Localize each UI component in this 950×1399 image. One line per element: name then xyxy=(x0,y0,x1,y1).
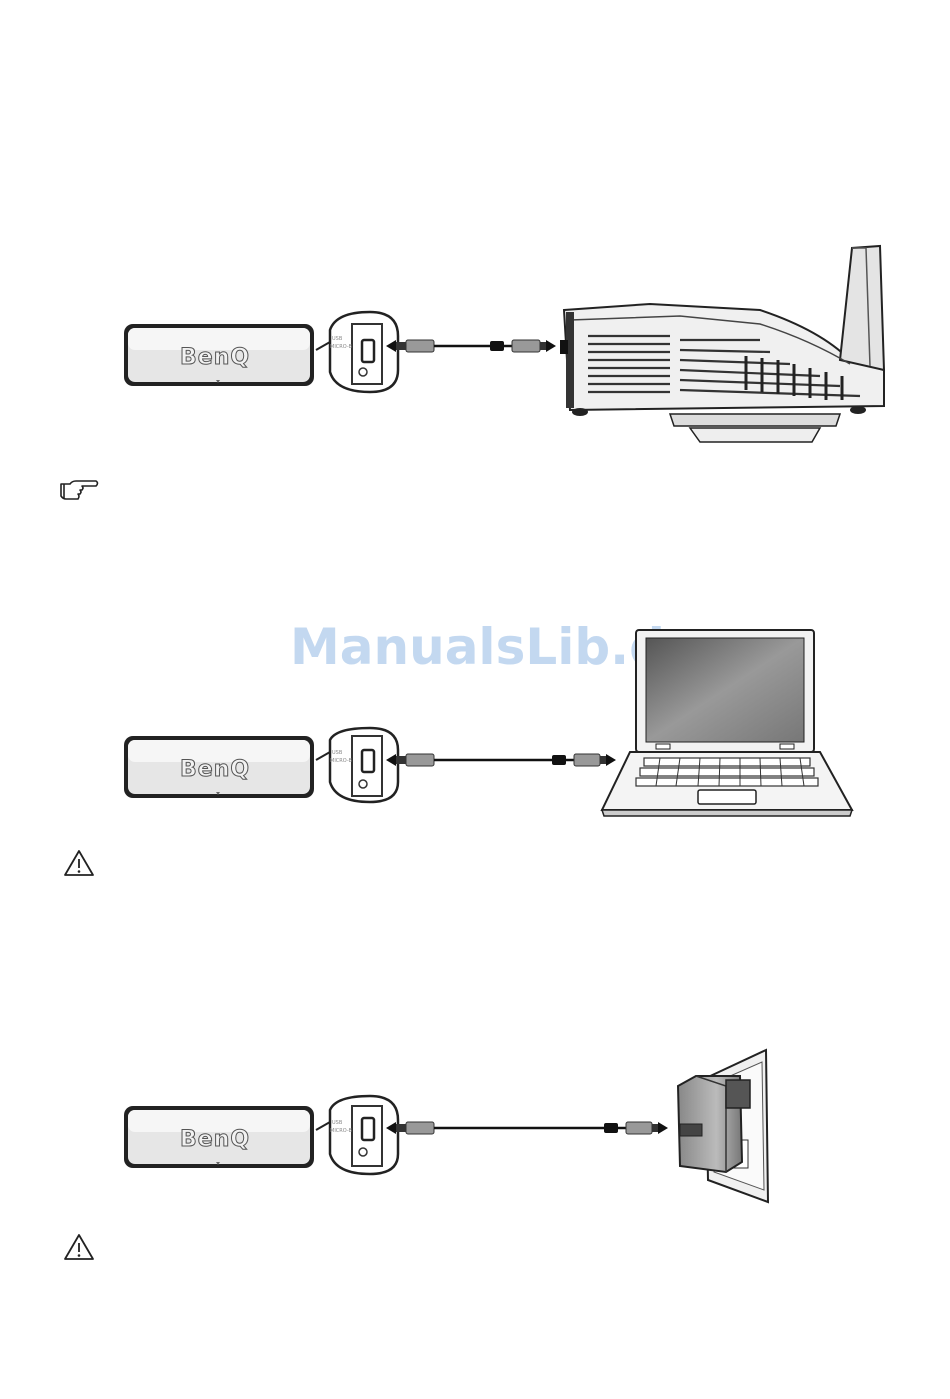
warning-triangle-icon xyxy=(62,848,96,878)
port-label-usb: USB xyxy=(332,1120,343,1126)
wireless-dongle: BenQ xyxy=(124,1106,314,1168)
wireless-dongle: BenQ xyxy=(124,736,314,798)
diagram-projector-connection: BenQ USB MICRO-B xyxy=(0,240,950,450)
port-label-usb: USB xyxy=(332,336,343,342)
diagram-laptop-connection: BenQ USB MICRO-B xyxy=(0,620,950,820)
laptop-diagram-svg: BenQ USB MICRO-B xyxy=(0,620,950,820)
usb-cable xyxy=(386,340,556,352)
port-label-micro-b: MICRO-B xyxy=(330,758,352,764)
dongle-brand-logo: BenQ xyxy=(180,1127,250,1152)
projector xyxy=(560,246,884,442)
dongle-brand-logo: BenQ xyxy=(180,757,250,782)
adapter-diagram-svg: BenQ USB MICRO-B xyxy=(0,1040,950,1210)
laptop xyxy=(602,630,852,816)
dongle-brand-logo: BenQ xyxy=(180,345,250,370)
usb-cable xyxy=(386,754,616,766)
port-label-micro-b: MICRO-B xyxy=(330,344,352,350)
pointing-hand-icon xyxy=(58,478,100,502)
projector-diagram-svg: BenQ USB MICRO-B xyxy=(0,240,950,450)
usb-cable xyxy=(386,1122,668,1134)
usb-port-callout: USB MICRO-B xyxy=(316,1096,398,1174)
wall-outlet-with-adapter xyxy=(678,1050,768,1202)
port-label-usb: USB xyxy=(332,750,343,756)
usb-port-callout: USB MICRO-B xyxy=(316,312,398,392)
usb-port-callout: USB MICRO-B xyxy=(316,728,398,802)
port-label-micro-b: MICRO-B xyxy=(330,1128,352,1134)
diagram-wall-adapter-connection: BenQ USB MICRO-B xyxy=(0,1040,950,1210)
wireless-dongle: BenQ xyxy=(124,324,314,386)
warning-triangle-icon xyxy=(62,1232,96,1262)
